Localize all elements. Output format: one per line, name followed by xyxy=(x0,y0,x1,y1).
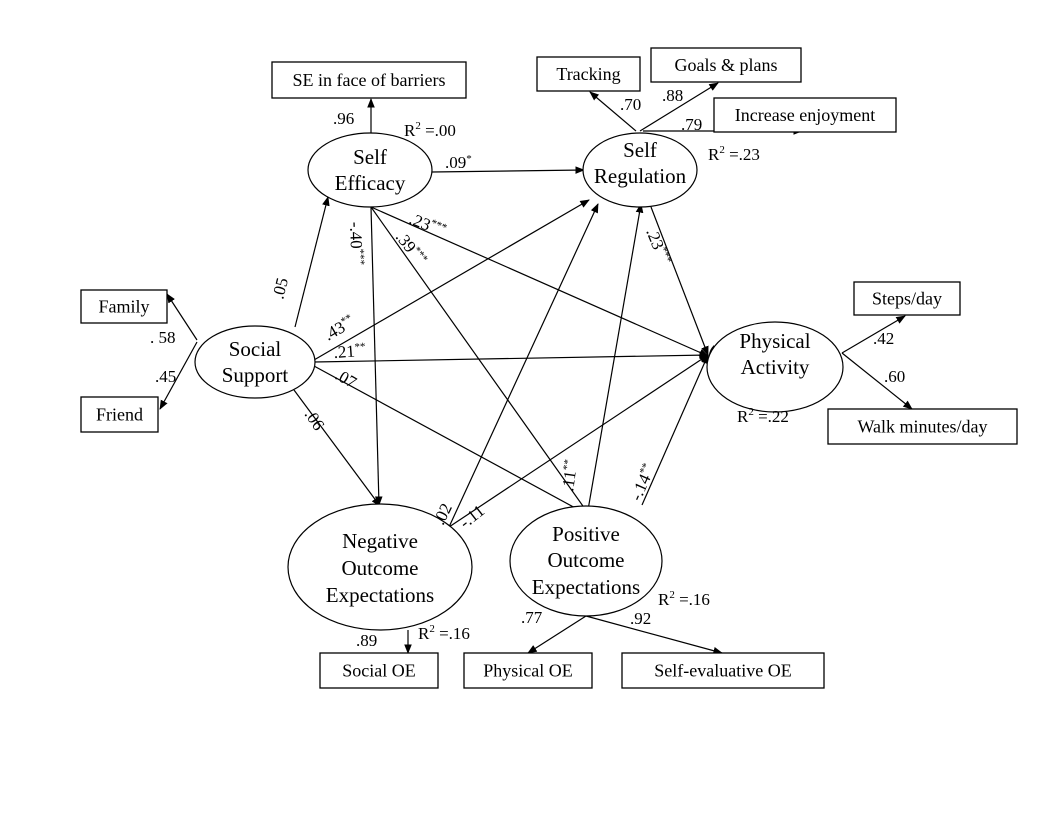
path-coefficient: -.40*** xyxy=(346,221,367,265)
path-coefficient: .23*** xyxy=(642,225,674,267)
indicator-label: Social OE xyxy=(342,661,416,681)
indicator-label: Tracking xyxy=(556,64,620,84)
loading-arrow-spd xyxy=(841,315,906,354)
indicator-gp: Goals & plans xyxy=(650,47,802,83)
indicator-label: SE in face of barriers xyxy=(293,70,446,90)
indicator-label: Physical OE xyxy=(483,661,573,681)
latent-label: Self xyxy=(623,138,657,162)
loading-arrow-seoe xyxy=(585,615,723,655)
factor-loading: .45 xyxy=(155,367,176,386)
factor-loading: .42 xyxy=(873,329,894,348)
r-squared-label: R2 =.23 xyxy=(708,144,760,164)
path-se-to-poe xyxy=(370,206,591,517)
indicator-seb: SE in face of barriers xyxy=(271,61,467,99)
indicator-label: Goals & plans xyxy=(675,55,778,75)
path-se-to-sr xyxy=(431,166,585,174)
latent-label: Support xyxy=(222,363,289,387)
path-coefficient: .11** xyxy=(558,459,581,493)
latent-label: Regulation xyxy=(594,164,687,188)
latent-label: Outcome xyxy=(342,556,419,580)
latent-label: Negative xyxy=(342,529,418,553)
r-squared-label: R2 =.00 xyxy=(404,120,456,140)
indicator-label: Increase enjoyment xyxy=(735,105,875,125)
indicator-spd: Steps/day xyxy=(853,281,961,316)
path-se-to-pa xyxy=(370,206,709,357)
latent-label: Activity xyxy=(741,355,810,379)
path-ss-to-sr xyxy=(313,199,590,361)
path-coefficient: -.11 xyxy=(456,501,488,532)
r-squared-label: R2 =.22 xyxy=(737,406,789,426)
indicator-label: Self-evaluative OE xyxy=(654,661,791,681)
indicator-label: Steps/day xyxy=(872,289,942,309)
path-se-to-noe xyxy=(370,206,383,506)
path-sr-to-pa xyxy=(650,206,709,356)
indicator-seoe: Self-evaluative OE xyxy=(621,652,825,689)
path-ss-to-noe xyxy=(293,389,381,507)
indicator-soe: Social OE xyxy=(319,652,439,689)
path-ss-to-se xyxy=(294,196,330,328)
path-poe-to-sr xyxy=(587,203,644,511)
factor-loading: .96 xyxy=(333,109,354,128)
loading-arrow-wmd xyxy=(841,352,913,410)
latent-label: Expectations xyxy=(532,575,640,599)
latent-label: Physical xyxy=(739,329,810,353)
path-coefficient: .43** xyxy=(321,312,358,345)
path-noe-to-pa xyxy=(448,354,709,528)
factor-loading: .92 xyxy=(630,609,651,628)
indicator-wmd: Walk minutes/day xyxy=(827,408,1018,445)
path-noe-to-sr xyxy=(448,203,599,528)
factor-loading: .60 xyxy=(884,367,905,386)
factor-loading: .77 xyxy=(521,608,543,627)
factor-loading: .70 xyxy=(620,95,641,114)
loading-arrow-poe xyxy=(527,615,587,654)
latent-label: Expectations xyxy=(326,583,434,607)
indicator-label: Family xyxy=(98,297,149,317)
latent-label: Outcome xyxy=(548,548,625,572)
r-squared-label: R2 =.16 xyxy=(418,623,470,643)
path-coefficient: .05 xyxy=(268,276,292,301)
loading-arrow-fam xyxy=(166,293,198,341)
factor-loading: .79 xyxy=(681,115,702,134)
factor-loading: .88 xyxy=(662,86,683,105)
path-coefficient: .21** xyxy=(333,341,366,362)
latent-label: Self xyxy=(353,145,387,169)
factor-loading: . 58 xyxy=(150,328,176,347)
loading-arrow-trk xyxy=(589,91,637,132)
path-coefficient: .06 xyxy=(301,406,329,434)
path-coefficient: .09* xyxy=(445,153,472,172)
factor-loading: .89 xyxy=(356,631,377,650)
latent-label: Efficacy xyxy=(335,171,406,195)
indicator-label: Friend xyxy=(96,405,143,425)
path-coefficient: -.14** xyxy=(626,461,659,503)
path-ss-to-poe xyxy=(313,365,591,517)
r-squared-label: R2 =.16 xyxy=(658,589,710,609)
latent-label: Positive xyxy=(552,522,620,546)
loading-arrow-gp xyxy=(639,82,719,132)
loading-arrow-frd xyxy=(159,341,198,410)
path-poe-to-pa xyxy=(641,354,709,506)
indicator-ie: Increase enjoyment xyxy=(713,97,897,133)
indicator-poe: Physical OE xyxy=(463,652,593,689)
path-ss-to-pa xyxy=(313,351,709,363)
indicator-fam: Family xyxy=(80,289,168,324)
indicator-trk: Tracking xyxy=(536,56,641,92)
indicator-frd: Friend xyxy=(80,396,159,433)
latent-label: Social xyxy=(229,337,282,361)
indicator-label: Walk minutes/day xyxy=(857,417,987,437)
